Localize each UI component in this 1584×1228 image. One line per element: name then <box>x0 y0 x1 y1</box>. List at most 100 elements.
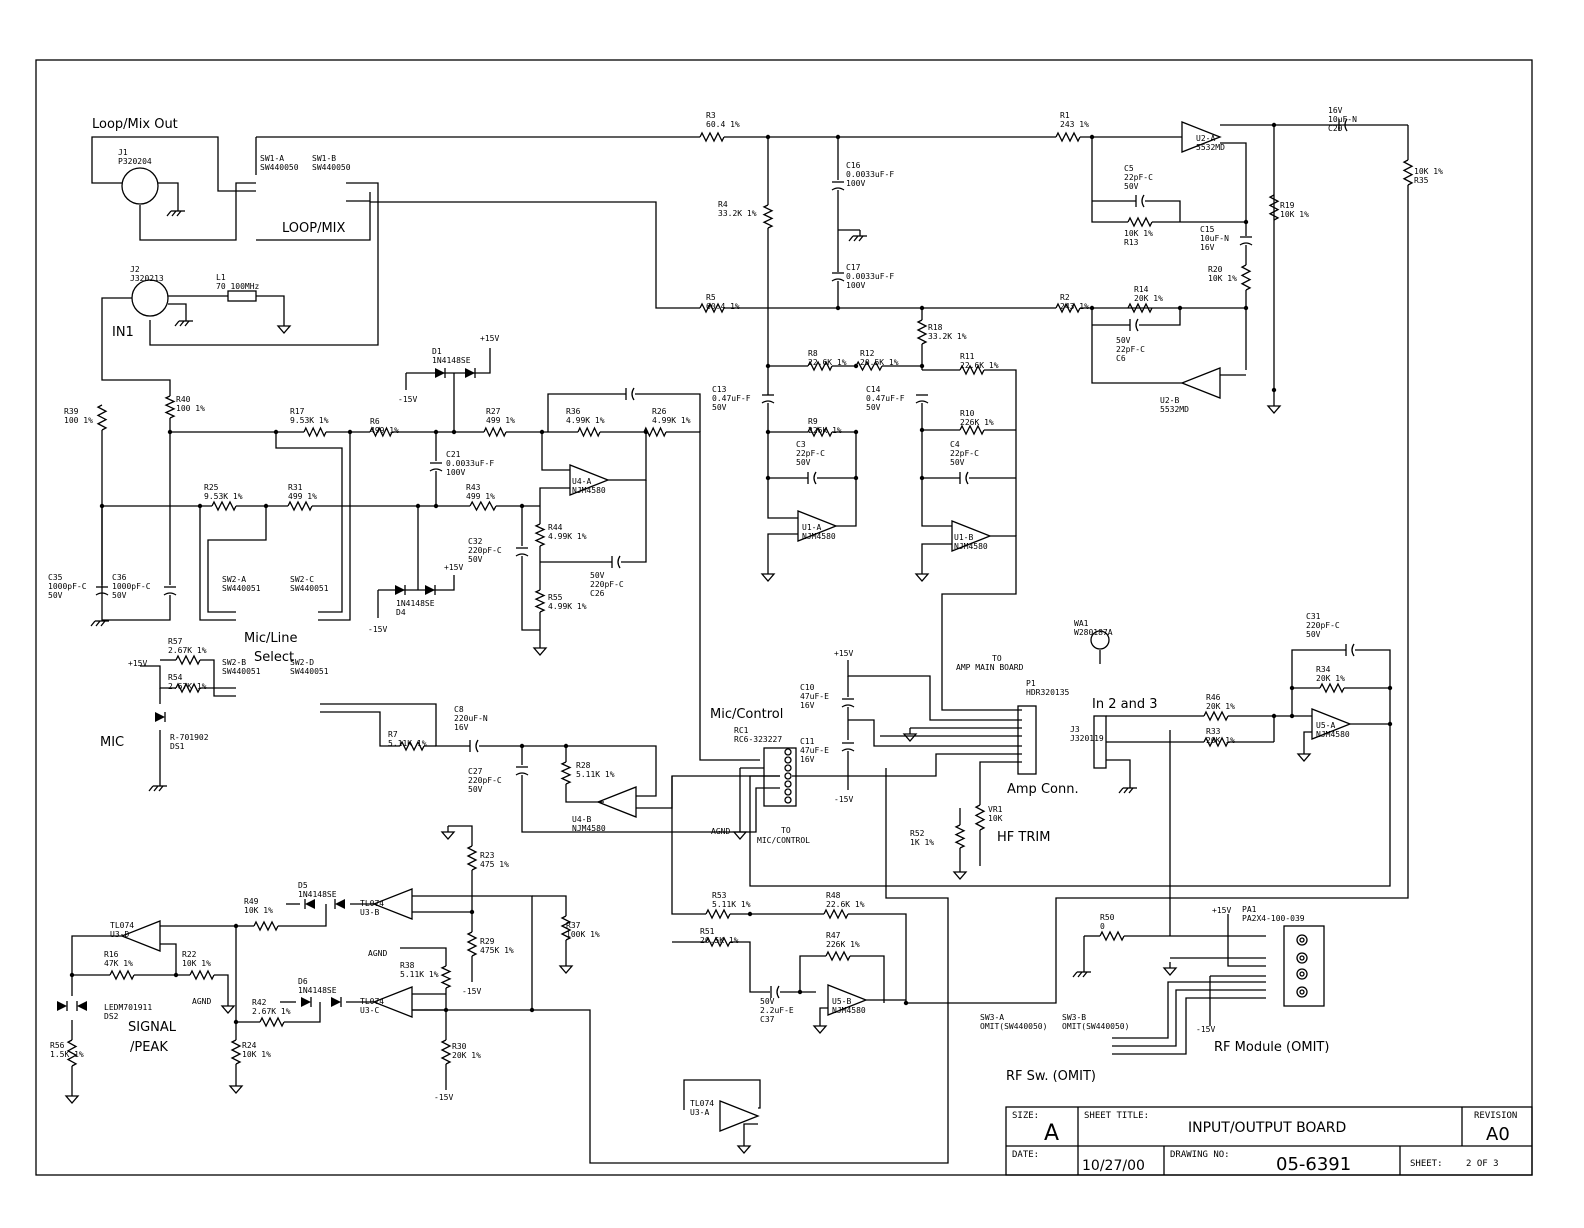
sw2c-label-line: SW440051 <box>290 584 329 593</box>
wire <box>636 775 780 809</box>
junction-dot <box>443 1007 449 1013</box>
c14-capacitor <box>915 394 929 404</box>
sheet-label: SHEET: <box>1410 1159 1443 1169</box>
junction-dot <box>273 429 279 435</box>
r17-resistor <box>303 426 327 438</box>
to-mic-control-label-1: TO <box>781 826 791 835</box>
j3-jack-icon <box>1093 715 1107 769</box>
wire <box>1112 997 1266 1055</box>
vr1-label-line: 10K <box>988 814 1003 823</box>
wire <box>666 431 760 761</box>
wire <box>979 761 1022 805</box>
junction-dot <box>563 743 569 749</box>
signal-ground-icon <box>760 568 776 582</box>
junction-dot <box>469 909 475 915</box>
c4-capacitor <box>959 471 969 485</box>
revision-value: A0 <box>1486 1124 1510 1145</box>
rc1-pin-icon <box>784 780 792 788</box>
u5a-label-line: NJM4580 <box>1316 730 1350 739</box>
r54-label-line: R54 <box>168 673 183 682</box>
u1b-opamp <box>951 520 992 552</box>
r10-label-line: 226K 1% <box>960 418 994 427</box>
pa1-pin-icon <box>1299 971 1305 977</box>
junction-dot <box>853 429 859 435</box>
r24-label-line: R24 <box>242 1041 257 1050</box>
c32-label-line: 50V <box>468 555 483 564</box>
r53-label-line: 5.11K 1% <box>712 900 751 909</box>
d1-diode-icon <box>435 368 446 378</box>
u2b-label-line: 5532MD <box>1160 405 1189 414</box>
ground-icon <box>90 615 109 627</box>
c14-label-line: C14 <box>866 385 881 394</box>
junction-dot <box>233 1019 239 1025</box>
sw2b-label-line: SW440051 <box>222 667 261 676</box>
sw1a-label-line: SW440050 <box>260 163 299 172</box>
ground-icon <box>848 230 867 242</box>
r12-resistor <box>855 360 883 372</box>
r11-label-line: R11 <box>960 352 975 361</box>
wire <box>378 575 455 591</box>
c31-label-line: C31 <box>1306 612 1321 621</box>
r37-resistor <box>560 915 572 941</box>
component-labels: U2-A5532MDU2-B5532MD+15V-15V+15V-15VU4-A… <box>48 106 1443 1117</box>
r3-label-line: 60.4 1% <box>706 120 740 129</box>
date-label: DATE: <box>1012 1150 1039 1160</box>
c20-capacitor <box>1338 118 1348 132</box>
junction-dot <box>919 475 925 481</box>
section-labels: Loop/Mix Out LOOP/MIX IN1 Mic/Line Selec… <box>92 117 1329 1084</box>
r44-resistor <box>534 523 546 547</box>
u5a-label-line: U5-A <box>1316 721 1335 730</box>
r48-label-line: R48 <box>826 891 841 900</box>
p1-label-line: HDR320135 <box>1026 688 1070 697</box>
wire <box>566 745 657 797</box>
r43-resistor <box>469 500 497 512</box>
r9-label-line: R9 <box>808 417 818 426</box>
r13-label-line: R13 <box>1124 238 1139 247</box>
r43-label-line: 499 1% <box>466 492 495 501</box>
d5-label-line: D5 <box>298 881 308 890</box>
u1a-label-line: U1-A <box>802 523 821 532</box>
d4-label-line: D4 <box>396 608 406 617</box>
u3a-label-line: U3-A <box>690 1108 709 1117</box>
c4-label-line: C4 <box>950 440 960 449</box>
wire <box>412 988 447 1011</box>
junction-dot <box>233 923 239 929</box>
c15-label-line: C15 <box>1200 225 1215 234</box>
r33-label-line: R33 <box>1206 727 1221 736</box>
u3b-label-line: TL074 <box>360 899 384 908</box>
r42-resistor <box>259 1016 285 1028</box>
wire <box>539 487 570 506</box>
minus15-rail-label: -15V <box>834 795 853 804</box>
r7-resistor <box>399 740 425 752</box>
pa1-pin-icon <box>1299 989 1305 995</box>
wire <box>1227 914 1266 967</box>
rc1-label-line: RC6-323227 <box>734 735 782 744</box>
r52-label-line: 1K 1% <box>910 838 934 847</box>
r52-resistor <box>954 824 966 849</box>
r13-resistor <box>1127 216 1153 228</box>
r23-label-line: R23 <box>480 851 495 860</box>
r28-resistor <box>560 761 572 785</box>
wire <box>906 185 1409 1004</box>
u3c-label-line: TL074 <box>360 997 384 1006</box>
r18-resistor <box>916 319 928 345</box>
